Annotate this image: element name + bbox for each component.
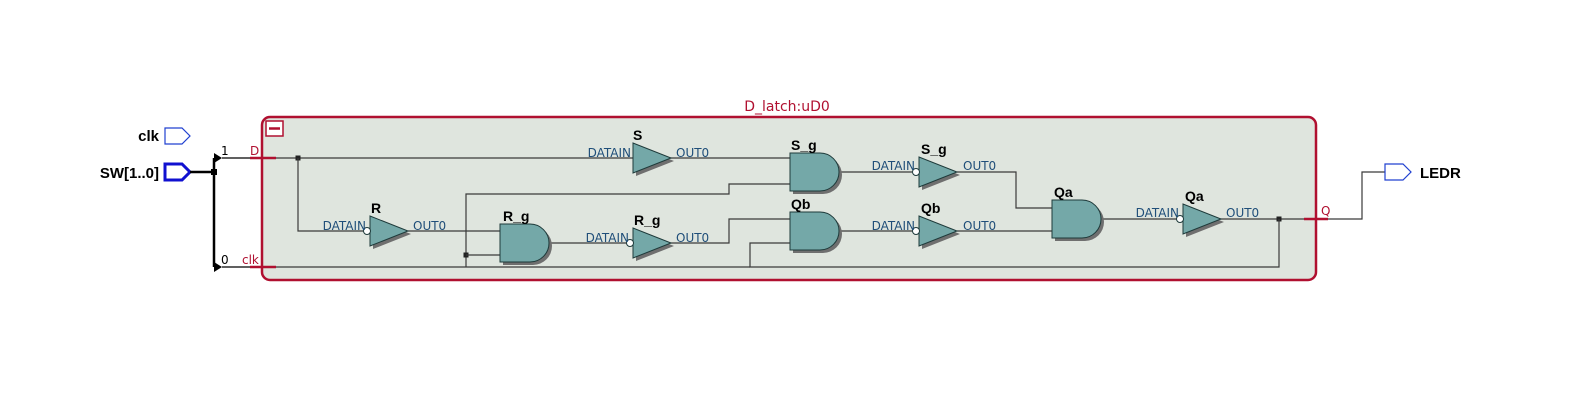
buffer-r-g-name: R_g: [634, 212, 660, 228]
sw-input-pin[interactable]: [163, 162, 193, 182]
module-title: D_latch:uD0: [744, 99, 830, 115]
buffer-qb-in: DATAIN: [872, 219, 915, 233]
buffer-s-g-name: S_g: [921, 141, 947, 157]
buffer-qb-name: Qb: [921, 200, 940, 216]
port-clk-label: clk: [242, 253, 259, 267]
and-gate-s-g[interactable]: [789, 152, 843, 195]
clk-input-pin[interactable]: [164, 127, 191, 145]
minus-box-icon[interactable]: [265, 120, 284, 137]
and-gate-qa-name: Qa: [1054, 184, 1073, 200]
port-d-label: D: [250, 144, 259, 158]
bus-bit-0: 0: [221, 253, 229, 267]
clk-pin-label: clk: [138, 128, 160, 145]
buffer-s-out: OUT0: [676, 146, 709, 160]
buffer-r-g-in: DATAIN: [586, 231, 629, 245]
and-gate-s-g-name: S_g: [791, 137, 817, 153]
buffer-qa-in: DATAIN: [1136, 206, 1179, 220]
port-q-label: Q: [1321, 204, 1330, 218]
and-gate-qb[interactable]: [789, 211, 843, 254]
buffer-qb-out: OUT0: [963, 219, 996, 233]
buffer-r-in: DATAIN: [323, 219, 366, 233]
buffer-qa-name: Qa: [1185, 188, 1204, 204]
buffer-qa-out: OUT0: [1226, 206, 1259, 220]
buffer-r-out: OUT0: [413, 219, 446, 233]
buffer-r-name: R: [371, 200, 381, 216]
and-gate-r-g-name: R_g: [503, 208, 529, 224]
buffer-s-g-out: OUT0: [963, 159, 996, 173]
ledr-pin-label: LEDR: [1420, 165, 1461, 182]
wires: [276, 155, 1385, 268]
buffer-r-g-out: OUT0: [676, 231, 709, 245]
buffer-s-g-in: DATAIN: [872, 159, 915, 173]
module-d-latch[interactable]: [260, 115, 1318, 282]
and-gate-qb-name: Qb: [791, 196, 810, 212]
buffer-s-name: S: [633, 127, 642, 143]
buffer-s-in: DATAIN: [588, 146, 631, 160]
and-gate-qa[interactable]: [1051, 199, 1105, 242]
ledr-output-pin[interactable]: [1384, 163, 1412, 181]
sw-pin-label: SW[1..0]: [100, 165, 159, 182]
bus-bit-1: 1: [221, 144, 229, 158]
and-gate-r-g[interactable]: [499, 223, 553, 266]
